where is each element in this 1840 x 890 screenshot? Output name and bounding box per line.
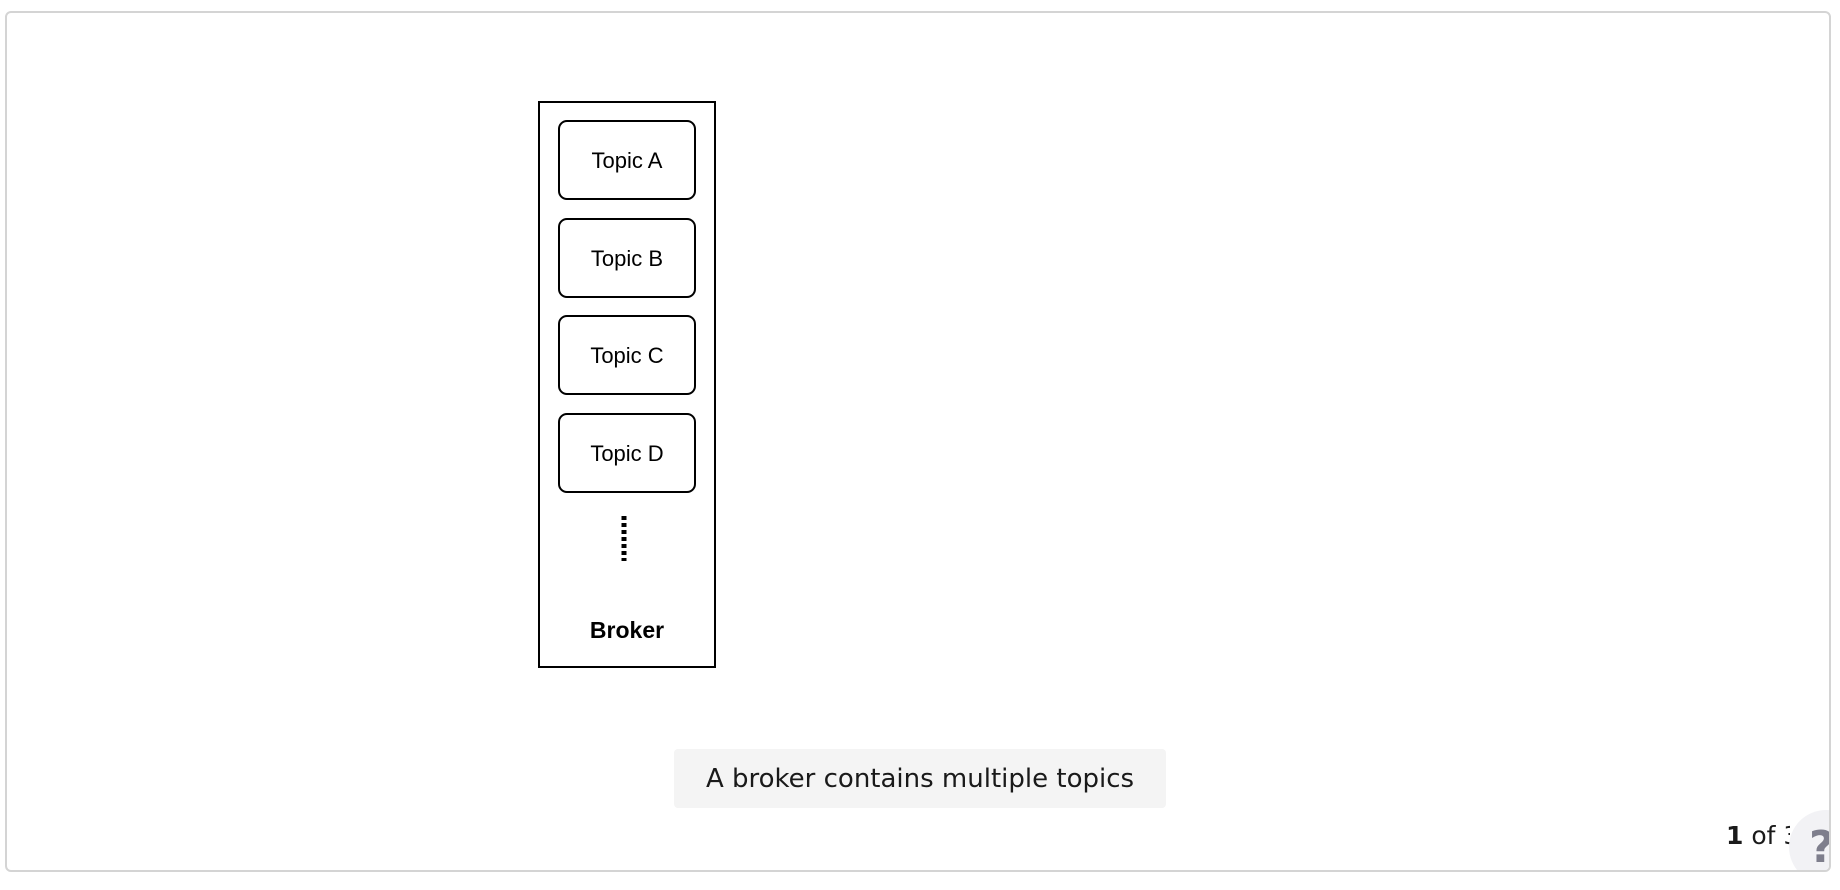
slide-total: of 3 bbox=[1751, 821, 1790, 850]
diagram-area: Topic A Topic B Topic C Topic D Broker bbox=[7, 13, 1829, 713]
question-mark-icon: ? bbox=[1809, 822, 1829, 871]
topic-box: Topic D bbox=[558, 413, 696, 493]
help-button[interactable]: ? bbox=[1789, 810, 1829, 871]
topic-label: Topic C bbox=[590, 343, 663, 368]
topic-box: Topic C bbox=[558, 315, 696, 395]
slide-caption: A broker contains multiple topics bbox=[674, 749, 1166, 808]
topic-label: Topic D bbox=[590, 441, 663, 466]
broker-diagram: Topic A Topic B Topic C Topic D Broker bbox=[538, 101, 716, 668]
topic-label: Topic B bbox=[591, 246, 663, 271]
slide-counter: 1 of 3 bbox=[1726, 821, 1790, 850]
topic-box: Topic B bbox=[558, 218, 696, 298]
broker-label: Broker bbox=[590, 617, 664, 643]
current-slide-number: 1 bbox=[1726, 821, 1744, 850]
topic-box: Topic A bbox=[558, 120, 696, 200]
topic-label: Topic A bbox=[592, 148, 663, 173]
slide-viewer: Topic A Topic B Topic C Topic D Broker A… bbox=[5, 11, 1831, 872]
